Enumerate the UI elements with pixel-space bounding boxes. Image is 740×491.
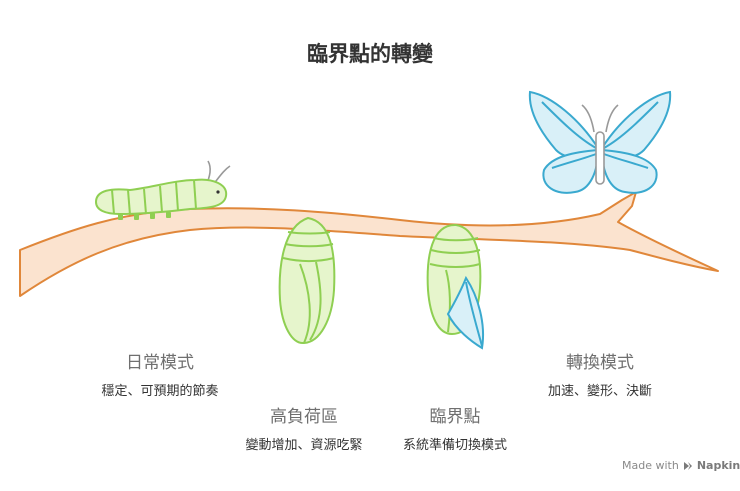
stage-title-high-load: 高負荷區 bbox=[270, 407, 338, 427]
napkin-watermark: Made with Napkin bbox=[622, 459, 740, 472]
caterpillar-icon bbox=[94, 160, 231, 220]
stage-title-critical-point: 臨界點 bbox=[429, 407, 481, 427]
stage-desc-high-load: 變動增加、資源吃緊 bbox=[245, 438, 363, 453]
watermark-prefix: Made with bbox=[622, 459, 679, 472]
chrysalis-icon bbox=[426, 223, 484, 350]
stage-title-daily: 日常模式 bbox=[126, 353, 194, 373]
stage-title-transform: 轉換模式 bbox=[566, 353, 634, 373]
watermark-brand: Napkin bbox=[696, 459, 740, 472]
cocoon-icon bbox=[278, 216, 336, 344]
branch-icon bbox=[19, 191, 719, 297]
page-title: 臨界點的轉變 bbox=[307, 42, 433, 66]
butterfly-icon bbox=[528, 90, 672, 194]
stage-desc-critical-point: 系統準備切換模式 bbox=[402, 438, 507, 453]
stage-desc-transform: 加速、變形、決斷 bbox=[547, 384, 652, 399]
stage-desc-daily: 穩定、可預期的節奏 bbox=[101, 384, 219, 399]
napkin-logo-icon bbox=[683, 461, 692, 470]
